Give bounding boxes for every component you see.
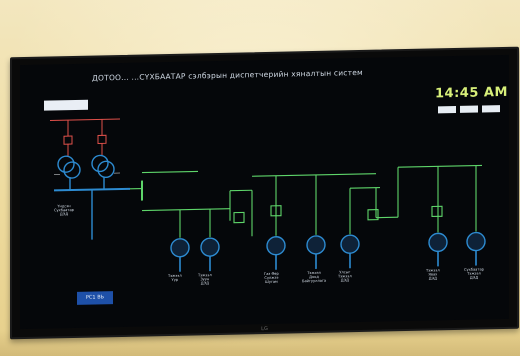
- label-f6: Тэжээл Явах ДЭД: [426, 268, 440, 281]
- busbars: [130, 164, 482, 238]
- label-f1: Тэжээл Үүр: [168, 274, 182, 283]
- label-f5: Улсыг Тэжээл ДЭД: [338, 270, 352, 283]
- label-f7: Сүхбаатар Тэжээл ДЭД: [464, 267, 484, 280]
- rs-block: РС1 ВЬ: [77, 291, 113, 305]
- label-main-sub-text: Үндсэн Сүхбаатар ДЭД: [54, 204, 74, 217]
- transformer-tails: [179, 250, 477, 272]
- tap-marks: [54, 172, 120, 175]
- label-f3: Газ Өөр Сүлжээ Шугам: [264, 272, 279, 285]
- tv-monitor: ДОТОО... ...СҮХБААТАР сэлбэрын диспетчер…: [10, 46, 519, 340]
- label-f2: Тэжээл Зүүн ДЭД: [198, 273, 212, 286]
- label-f6-text: Тэжээл Явах ДЭД: [426, 268, 440, 281]
- main-transformers: [54, 154, 130, 240]
- single-line-diagram: [50, 118, 486, 272]
- label-f5-text: Улсыг Тэжээл ДЭД: [338, 270, 352, 283]
- label-f4: Тэжээл Доод Байгууллага: [302, 271, 326, 284]
- label-f7-text: Сүхбаатар Тэжээл ДЭД: [464, 267, 484, 281]
- tv-brand-logo: LG: [261, 325, 268, 333]
- label-f1-text: Тэжээл Үүр: [168, 273, 182, 283]
- label-main-sub: Үндсэн Сүхбаатар ДЭД: [54, 204, 74, 217]
- label-f2-text: Тэжээл Зүүн ДЭД: [198, 273, 212, 286]
- incoming-feeders: [50, 118, 120, 157]
- label-f4-text: Тэжээл Доод Байгууллага: [302, 270, 327, 284]
- label-f3-text: Газ Өөр Сүлжээ Шугам: [264, 271, 279, 285]
- scada-screen: ДОТОО... ...СҮХБААТАР сэлбэрын диспетчер…: [20, 54, 509, 330]
